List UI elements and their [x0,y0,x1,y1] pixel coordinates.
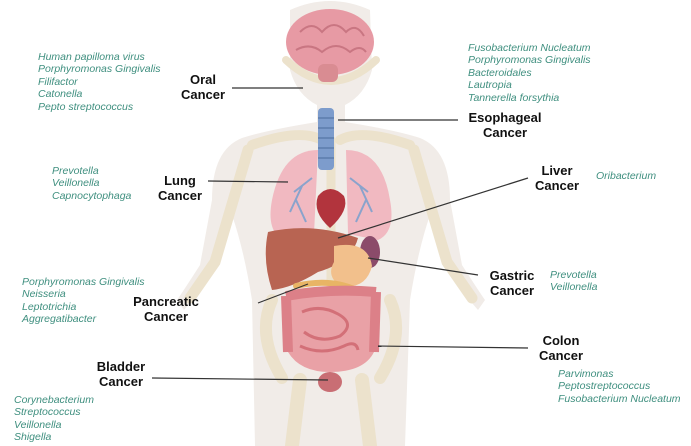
pancreatic-bacterium: Porphyromonas Gingivalis [22,276,145,288]
oral-bacteria-list: Human papilloma virus Porphyromonas Ging… [38,51,161,113]
esophageal-bacterium: Lautropia [468,79,591,91]
colon-cancer-label: Colon Cancer [526,333,596,363]
colon-bacterium: Parvimonas [558,368,681,380]
pancreatic-cancer-label: Pancreatic Cancer [124,294,208,324]
oral-bacterium: Porphyromonas Gingivalis [38,63,161,75]
liver-bacteria-list: Oribacterium [596,170,656,182]
gastric-bacterium: Veillonella [550,281,597,293]
bladder-bacterium: Shigella [14,431,94,443]
lung-bacterium: Capnocytophaga [52,190,131,202]
liver-bacterium: Oribacterium [596,170,656,182]
oral-bacterium: Human papilloma virus [38,51,161,63]
bladder-cancer-label: Bladder Cancer [86,359,156,389]
esophageal-bacterium: Porphyromonas Gingivalis [468,54,591,66]
esophageal-bacterium: Fusobacterium Nucleatum [468,42,591,54]
gastric-bacterium: Prevotella [550,269,597,281]
lung-cancer-label: Lung Cancer [148,173,212,203]
oral-bacterium: Catonella [38,88,161,100]
bladder-bacterium: Veillonella [14,419,94,431]
bladder-icon [318,372,342,392]
liver-cancer-label: Liver Cancer [527,163,587,193]
bladder-bacterium: Streptococcus [14,406,94,418]
lung-bacterium: Prevotella [52,165,131,177]
colon-bacterium: Fusobacterium Nucleatum [558,393,681,405]
oral-bacterium: Pepto streptococcus [38,101,161,113]
intestine-icon [286,291,376,372]
colon-bacterium: Peptostreptococcus [558,380,681,392]
gastric-bacteria-list: Prevotella Veillonella [550,269,597,294]
oral-cancer-label: Oral Cancer [168,72,238,102]
trachea-icon [318,108,334,170]
esophageal-bacteria-list: Fusobacterium Nucleatum Porphyromonas Gi… [468,42,591,104]
gastric-cancer-label: Gastric Cancer [480,268,544,298]
oral-bacterium: Filifactor [38,76,161,88]
esophageal-cancer-label: Esophageal Cancer [460,110,550,140]
esophageal-bacterium: Tannerella forsythia [468,92,591,104]
lung-bacteria-list: Prevotella Veillonella Capnocytophaga [52,165,131,202]
bladder-bacterium: Corynebacterium [14,394,94,406]
esophageal-bacterium: Bacteroidales [468,67,591,79]
colon-bacteria-list: Parvimonas Peptostreptococcus Fusobacter… [558,368,681,405]
bladder-bacteria-list: Corynebacterium Streptococcus Veillonell… [14,394,94,444]
lung-bacterium: Veillonella [52,177,131,189]
